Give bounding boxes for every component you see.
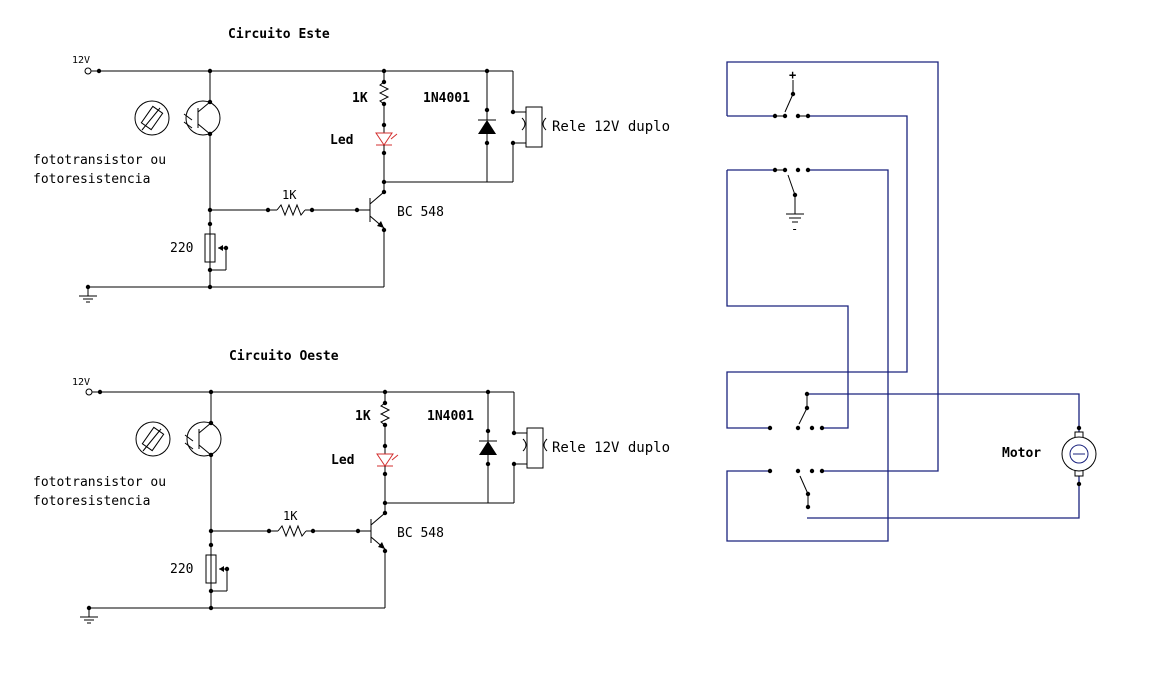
circuit-oeste-title: Circuito Oeste xyxy=(229,349,339,364)
supply-label: 12V xyxy=(72,55,90,66)
diode-label: 1N4001 xyxy=(427,409,474,424)
relay-contact-minus xyxy=(775,169,804,223)
wire xyxy=(807,393,1080,440)
minus-label: - xyxy=(791,222,798,236)
plus-label: + xyxy=(789,68,796,82)
relay-label: Rele 12V duplo xyxy=(552,440,670,456)
circuit-este-title: Circuito Este xyxy=(228,27,330,42)
sensor-label: fototransistor ou xyxy=(33,153,166,168)
pot-label: 220 xyxy=(170,241,193,256)
wire xyxy=(726,169,889,542)
pot-label: 220 xyxy=(170,562,193,577)
circuit-este: Circuito Este 12V fototransistor ou foto… xyxy=(33,27,670,302)
relay-contact-3 xyxy=(798,394,808,425)
base-resistor-label: 1K xyxy=(283,509,298,523)
motor-switching-network: + - Motor xyxy=(726,61,1097,542)
sensor-label: fotoresistencia xyxy=(33,172,150,187)
wire xyxy=(807,472,1080,519)
wire xyxy=(726,115,908,429)
sensor-label: fototransistor ou xyxy=(33,475,166,490)
wire xyxy=(726,170,849,429)
led-resistor-label: 1K xyxy=(355,409,371,424)
supply-label: 12V xyxy=(72,377,90,388)
motor-label: Motor xyxy=(1002,446,1041,461)
motor-icon xyxy=(1061,431,1097,477)
transistor-label: BC 548 xyxy=(397,205,444,220)
base-resistor-label: 1K xyxy=(282,188,297,202)
diode-label: 1N4001 xyxy=(423,91,470,106)
circuit-oeste: Circuito Oeste 12V fototransistor ou fot… xyxy=(33,349,670,623)
led-label: Led xyxy=(331,453,354,468)
relay-contact-4 xyxy=(799,475,809,507)
wire xyxy=(726,61,939,472)
relay-label: Rele 12V duplo xyxy=(552,119,670,135)
led-label: Led xyxy=(330,133,353,148)
led-resistor-label: 1K xyxy=(352,91,368,106)
sensor-label: fotoresistencia xyxy=(33,494,150,509)
transistor-label: BC 548 xyxy=(397,526,444,541)
relay-contact-plus xyxy=(775,80,808,117)
